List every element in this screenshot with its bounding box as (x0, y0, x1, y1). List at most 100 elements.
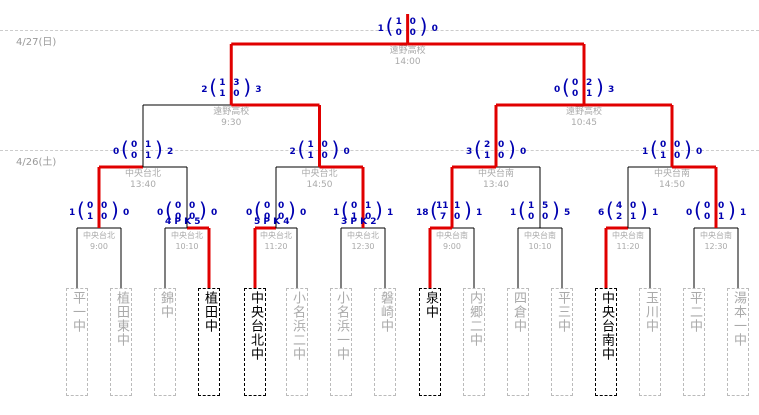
score-paren-open: ( (430, 198, 438, 222)
date-day2: 4/27(日) (16, 37, 57, 48)
match-time: 13:40 (483, 180, 509, 190)
score-half-2-left: 1 (87, 212, 94, 222)
score-left-total: 1 (69, 208, 76, 218)
score-half-2-left: 0 (572, 89, 579, 99)
score-half-1-right: 0 (674, 140, 681, 150)
score-left-total: 1 (510, 208, 517, 218)
score-half-1-left: 0 (351, 201, 358, 211)
team-3: 植田中 (198, 288, 220, 396)
team-11: 平三中 (551, 288, 573, 396)
score-half-1-right: 0 (718, 201, 725, 211)
score-half-1-right: 1 (454, 201, 461, 211)
score-half-2-left: 1 (219, 89, 226, 99)
score-half-1-right: 2 (586, 78, 593, 88)
score-paren-open: ( (254, 198, 262, 222)
score-half-2-left: 2 (616, 212, 623, 222)
score-half-2-left: 0 (131, 151, 138, 161)
score-half-1-left: 1 (528, 201, 535, 211)
team-9: 内郷二中 (463, 288, 485, 396)
date-day1: 4/26(土) (16, 157, 57, 168)
match-time: 12:30 (351, 242, 375, 251)
team-13: 玉川中 (639, 288, 661, 396)
match-time: 9:00 (443, 242, 461, 251)
score-paren-close: ) (243, 75, 252, 99)
team-6: 小名浜一中 (330, 288, 352, 396)
score-paren-open: ( (77, 198, 85, 222)
score-half-2-left: 1 (660, 151, 667, 161)
score-paren-open: ( (385, 14, 394, 38)
score-paren-open: ( (650, 137, 658, 161)
score-half-1-left: 0 (87, 201, 94, 211)
team-1: 植田東中 (110, 288, 132, 396)
score-paren-open: ( (694, 198, 702, 222)
pk-result: 4 P K 5 (165, 217, 201, 227)
score-half-1-left: 0 (572, 78, 579, 88)
score-half-1-left: 2 (484, 140, 491, 150)
score-paren-close: ) (375, 198, 383, 222)
match-venue: 中央台南 (524, 231, 556, 240)
score-half-1-left: 0 (704, 201, 711, 211)
team-0: 平一中 (66, 288, 88, 396)
score-paren-close: ) (596, 75, 604, 99)
score-paren-open: ( (341, 198, 349, 222)
match-venue: 中央台南 (436, 231, 468, 240)
score-half-2-right: 1 (630, 212, 637, 222)
match-venue: 遠野高校 (213, 107, 250, 117)
score-right-total: 1 (740, 208, 747, 218)
score-half-1-left: 1 (395, 17, 402, 27)
match-time: 14:50 (306, 180, 333, 190)
score-paren-open: ( (474, 137, 482, 161)
score-half-1-right: 1 (365, 201, 372, 211)
score-right-total: 1 (387, 208, 394, 218)
score-left-total: 2 (289, 147, 296, 157)
score-left-total: 0 (157, 208, 164, 218)
score-half-2-left: 0 (395, 28, 402, 38)
score-half-1-left: 0 (264, 201, 271, 211)
score-paren-close: ) (199, 198, 207, 222)
match-time: 10:10 (175, 242, 199, 251)
score-paren-close: ) (640, 198, 648, 222)
score-half-2-left: 7 (440, 212, 447, 222)
score-half-2-right: 0 (321, 151, 328, 161)
match-venue: 中央台北 (260, 231, 292, 240)
score-half-2-right: 0 (233, 89, 240, 99)
score-paren-close: ) (419, 14, 428, 38)
match-venue: 中央台北 (301, 169, 338, 179)
score-half-2-right: 0 (365, 212, 372, 222)
score-right-total: 3 (255, 85, 262, 95)
score-half-2-left: 1 (307, 151, 314, 161)
team-14: 平二中 (683, 288, 705, 396)
score-half-2-left: 0 (704, 212, 711, 222)
score-paren-close: ) (155, 137, 163, 161)
score-right-total: 0 (123, 208, 130, 218)
score-paren-open: ( (606, 198, 614, 222)
match-venue: 中央台北 (347, 231, 379, 240)
score-paren-open: ( (165, 198, 173, 222)
score-half-2-right: 0 (674, 151, 681, 161)
score-half-1-right: 0 (189, 201, 196, 211)
score-half-1-right: 5 (542, 201, 549, 211)
match-venue: 中央台南 (612, 231, 644, 240)
score-half-2-right: 0 (101, 212, 108, 222)
score-paren-close: ) (464, 198, 472, 222)
score-right-total: 5 (564, 208, 571, 218)
score-paren-close: ) (684, 137, 692, 161)
score-half-2-right: 0 (542, 212, 549, 222)
team-8: 泉中 (419, 288, 441, 396)
score-half-1-left: 1 (307, 140, 314, 150)
match-time: 10:45 (571, 118, 597, 128)
score-half-2-right: 1 (718, 212, 725, 222)
score-right-total: 0 (520, 147, 527, 157)
date-divider-top (0, 30, 759, 31)
score-left-total: 0 (113, 147, 120, 157)
match-time: 13:40 (130, 180, 156, 190)
score-half-2-left: 1 (351, 212, 358, 222)
match-time: 14:50 (659, 180, 685, 190)
score-left-total: 18 (416, 208, 429, 218)
score-half-2-right: 0 (454, 212, 461, 222)
pk-result: 3 P K 2 (341, 217, 377, 227)
score-half-1-right: 0 (101, 201, 108, 211)
score-half-1-left: 0 (660, 140, 667, 150)
team-12: 中央台南中 (595, 288, 617, 396)
team-15: 湯本一中 (727, 288, 749, 396)
